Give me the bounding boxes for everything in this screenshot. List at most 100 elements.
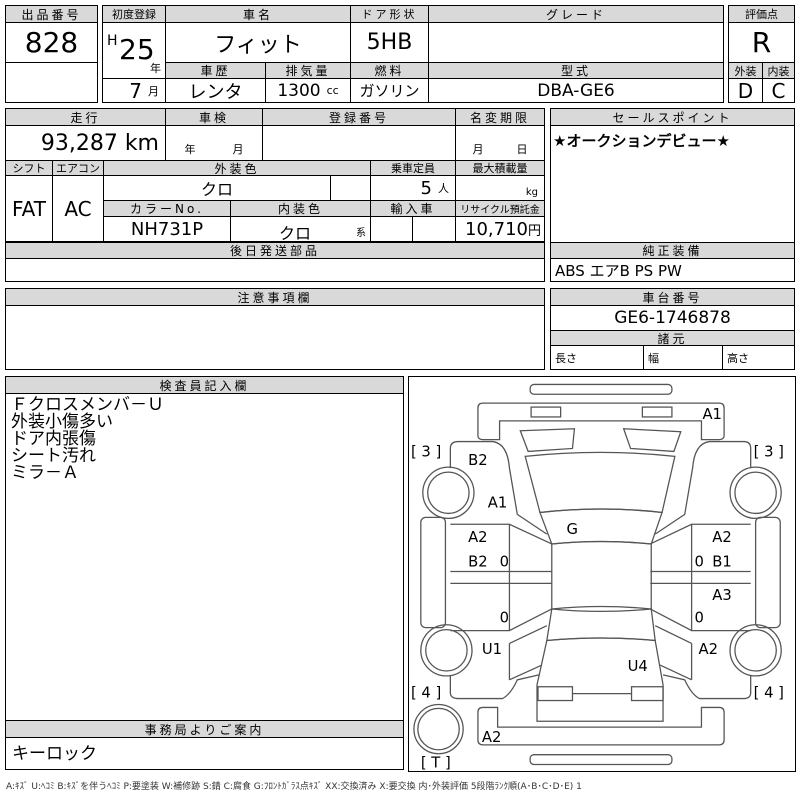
inspection-date: 年月 — [165, 125, 263, 161]
displacement: 1300 cc — [265, 78, 351, 103]
inspection-month-unit: 月 — [232, 143, 244, 156]
grade — [428, 22, 724, 63]
front-bumper — [477, 402, 725, 441]
sales-point: ★オークションデビュー★ — [550, 125, 795, 243]
displacement-value: 1300 — [277, 80, 321, 101]
inspection-label: 車検 — [165, 108, 263, 126]
chassis-number: GE6-1746878 — [550, 305, 795, 331]
front-bar — [529, 383, 673, 395]
color-no-label: カラーNo. — [103, 200, 231, 217]
mark: 0 — [695, 554, 704, 571]
int-color-unit: 系 — [356, 228, 366, 239]
front-lights — [519, 428, 682, 453]
right-doors — [649, 523, 751, 632]
inspector-line: ドア内張傷 — [11, 429, 96, 449]
recycle-label: リサイクル預託金 — [455, 200, 545, 217]
ext-color-extra — [330, 175, 371, 201]
mark: A3 — [712, 587, 732, 604]
roof — [551, 540, 652, 610]
int-color: クロ 系 — [230, 216, 371, 242]
notes — [5, 305, 545, 370]
rear-bar — [529, 754, 673, 766]
later-parts-label: 後日発送部品 — [5, 242, 545, 259]
mark: 0 — [695, 610, 704, 627]
ext-score-label: 外装 — [728, 62, 763, 79]
wheel-rl-inner — [425, 628, 468, 672]
first-reg-label: 初度登録 — [102, 5, 166, 23]
era: H — [107, 33, 118, 49]
model-label: 型式 — [428, 62, 724, 79]
door-type: 5HB — [350, 22, 429, 63]
month-unit: 月 — [148, 84, 159, 98]
ac: AC — [52, 175, 104, 242]
right-rear-fender — [654, 625, 752, 700]
score: R — [728, 22, 795, 63]
wheel-fr — [729, 466, 782, 520]
car-name-label: 車名 — [165, 5, 351, 23]
specs-label: 諸元 — [550, 330, 795, 346]
chassis-label: 車台番号 — [550, 288, 795, 306]
capacity-unit: 人 — [438, 182, 449, 195]
capacity-label: 乗車定員 — [370, 160, 456, 176]
int-color-label: 内装色 — [230, 200, 371, 217]
month: 7 — [129, 78, 142, 103]
rear-bumper — [477, 706, 725, 746]
mark: B2 — [468, 554, 488, 571]
import-b — [412, 216, 456, 242]
spare-tire — [413, 703, 464, 755]
later-parts — [5, 258, 545, 282]
year: 25 — [119, 33, 155, 66]
wheel-rr-inner — [734, 628, 777, 672]
spec-height: 高さ — [722, 345, 795, 370]
left-front-fender — [449, 440, 548, 535]
shift: FAT — [5, 175, 53, 242]
mark: A2 — [468, 529, 488, 546]
hood — [524, 451, 676, 514]
capacity-value: 5 — [420, 177, 432, 199]
left-skirt — [420, 516, 447, 629]
lot-label: 出品番号 — [5, 5, 98, 23]
inspection-year-unit: 年 — [184, 143, 196, 156]
wheel-rr — [729, 624, 782, 677]
inspector-line: Ｆクロスメンバ－Ｕ — [11, 395, 164, 415]
fuel: ガソリン — [350, 78, 429, 103]
displacement-label: 排気量 — [265, 62, 351, 79]
mileage-label: 走行 — [5, 108, 166, 126]
equipment: ABS エアB PS PW — [550, 258, 795, 282]
mark: [ 3 ] — [754, 443, 784, 460]
displacement-unit: cc — [326, 84, 339, 97]
max-load-label: 最大積載量 — [455, 160, 545, 176]
max-load: kg — [455, 175, 545, 201]
mark: A2 — [699, 641, 719, 658]
spare-tire-inner — [417, 707, 460, 751]
car-diagram-svg: A1 [ 3 ] [ 3 ] B2 A1 G A2 B2 0 A2 0 B1 A… — [411, 383, 784, 771]
mark: A1 — [702, 406, 722, 423]
trunk — [536, 637, 664, 722]
mark: [ T ] — [421, 754, 451, 771]
recycle-value: 10,710 — [465, 218, 528, 240]
right-skirt — [754, 516, 781, 629]
car-outline — [413, 383, 782, 766]
year-unit: 年 — [150, 62, 161, 75]
office-note: キーロック — [5, 737, 404, 770]
score-label: 評価点 — [728, 5, 795, 23]
mark: [ 4 ] — [411, 685, 441, 702]
taillight-right — [630, 686, 664, 702]
name-change-date: 月日 — [455, 125, 545, 161]
shift-label: シフト — [5, 160, 53, 176]
lot-blank — [5, 62, 98, 103]
mark: B2 — [468, 452, 488, 469]
reg-no-label: 登録番号 — [262, 108, 456, 126]
history-label: 車歴 — [165, 62, 266, 79]
reg-no — [262, 125, 456, 161]
headlight-left — [530, 406, 562, 418]
mark: A2 — [482, 729, 502, 746]
left-rear-fender — [449, 625, 548, 700]
name-change-label: 名変期限 — [455, 108, 545, 126]
name-change-month-unit: 月 — [472, 143, 484, 156]
import-a — [370, 216, 413, 242]
headlight-right — [641, 406, 673, 418]
